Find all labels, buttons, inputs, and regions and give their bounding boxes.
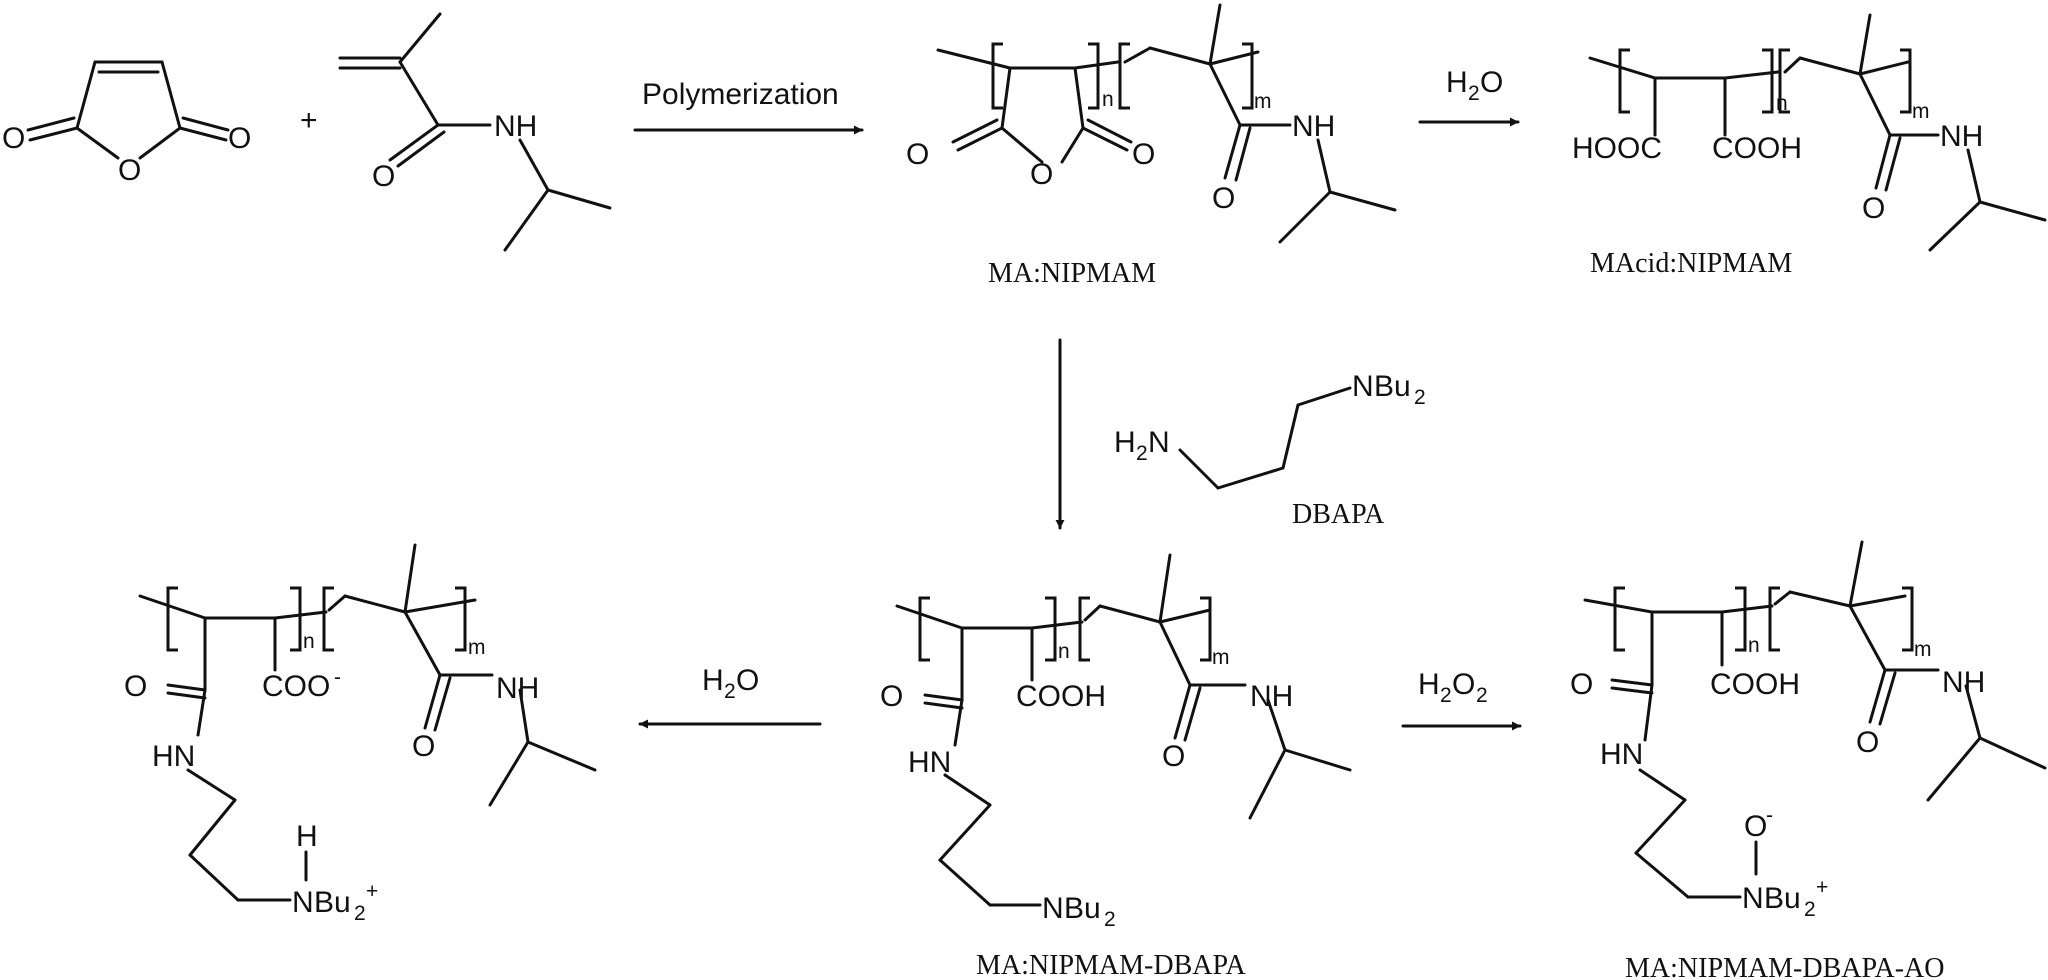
amide-nh: NH — [1250, 680, 1293, 713]
oxidation-reagent: H 2 O 2 — [1418, 668, 1488, 707]
repeat-m: m — [1254, 90, 1272, 113]
carboxylic-acid-group: COOH — [1710, 668, 1800, 701]
atom-oxygen: O — [124, 670, 147, 703]
svg-text:O: O — [1480, 66, 1503, 99]
repeat-n: n — [1102, 88, 1114, 111]
repeat-n: n — [1776, 92, 1788, 115]
atom-oxygen: O — [880, 680, 903, 713]
svg-text:N: N — [292, 886, 314, 919]
svg-text:N: N — [1742, 882, 1764, 915]
atom-oxygen: O — [906, 138, 929, 171]
svg-text:O: O — [1452, 668, 1475, 701]
atom-oxygen: O — [1744, 810, 1767, 843]
ma-nipmam-copolymer-structure: n m O O O O NH — [906, 3, 1397, 244]
svg-text:Bu: Bu — [314, 886, 351, 919]
svg-text:Bu: Bu — [1064, 892, 1101, 925]
hydrolysis-reagent: H 2 O — [1446, 66, 1503, 105]
compound-label-dbapa: DBAPA — [1292, 499, 1385, 530]
atom-oxygen: O — [1030, 158, 1053, 191]
atom-oxygen: O — [228, 122, 251, 155]
svg-text:H: H — [1418, 668, 1440, 701]
maleic-anhydride-structure: O O O — [2, 60, 251, 187]
repeat-n: n — [1058, 640, 1070, 663]
svg-text:H: H — [296, 820, 318, 853]
carboxylic-acid-group: COOH — [1712, 132, 1802, 165]
amide-nh: NH — [494, 110, 537, 143]
svg-text:2: 2 — [724, 680, 736, 703]
compound-label-ma-nipmam: MA:NIPMAM — [988, 258, 1156, 289]
amide-nh: NH — [1942, 666, 1985, 699]
repeat-m: m — [1914, 638, 1932, 661]
svg-text:H: H — [702, 664, 724, 697]
svg-text:N: N — [1042, 892, 1064, 925]
svg-text:2: 2 — [1804, 898, 1816, 921]
svg-text:+: + — [366, 880, 378, 903]
repeat-m: m — [1212, 646, 1230, 669]
svg-text:2: 2 — [1468, 82, 1480, 105]
svg-text:2: 2 — [1414, 386, 1426, 409]
svg-text:Bu: Bu — [1374, 370, 1411, 403]
ma-nipmam-dbapa-structure: n m O COOH O NH HN N Bu 2 — [880, 553, 1352, 931]
atom-oxygen: O — [372, 160, 395, 193]
nipmam-monomer-structure: O NH — [338, 12, 612, 252]
svg-text:2: 2 — [1104, 908, 1116, 931]
repeat-n: n — [1748, 634, 1760, 657]
plus-sign: + — [300, 104, 318, 137]
svg-text:N: N — [1352, 370, 1374, 403]
atom-oxygen: O — [118, 154, 141, 187]
dbapa-structure: H 2 N N Bu 2 — [1114, 370, 1426, 490]
amide-nh: NH — [1292, 110, 1335, 143]
svg-text:-: - — [334, 666, 341, 689]
atom-oxygen: O — [1856, 726, 1879, 759]
amine-oxide-structure: n m O COOH O NH HN O - N Bu 2 + — [1570, 540, 2047, 921]
amide-hn: HN — [1600, 738, 1643, 771]
svg-text:H: H — [1114, 426, 1136, 459]
amide-hn: HN — [908, 746, 951, 779]
amide-hn: HN — [152, 740, 195, 773]
svg-text:2: 2 — [1136, 442, 1148, 465]
amide-nh: NH — [496, 672, 539, 705]
macid-nipmam-structure: n m HOOC COOH O NH — [1572, 13, 2047, 252]
svg-text:N: N — [1148, 426, 1170, 459]
carboxylic-acid-group: HOOC — [1572, 132, 1662, 165]
repeat-m: m — [468, 636, 486, 659]
svg-text:2: 2 — [1440, 684, 1452, 707]
amide-nh: NH — [1940, 120, 1983, 153]
compound-label-ma-nipmam-dbapa-ao: MA:NIPMAM-DBAPA-AO — [1625, 953, 1944, 980]
compound-label-ma-nipmam-dbapa: MA:NIPMAM-DBAPA — [976, 950, 1246, 980]
protonation-reagent: H 2 O — [702, 664, 759, 703]
svg-text:H: H — [1446, 66, 1468, 99]
repeat-n: n — [303, 630, 315, 653]
atom-oxygen: O — [1132, 138, 1155, 171]
svg-text:Bu: Bu — [1764, 882, 1801, 915]
atom-oxygen: O — [1862, 192, 1885, 225]
atom-oxygen: O — [1212, 182, 1235, 215]
atom-oxygen: O — [1570, 668, 1593, 701]
atom-oxygen: O — [2, 122, 25, 155]
compound-label-macid-nipmam: MAcid:NIPMAM — [1590, 248, 1792, 279]
svg-text:O: O — [736, 664, 759, 697]
atom-oxygen: O — [1162, 740, 1185, 773]
protonated-dbapa-structure: n m O COO - O NH HN H N Bu 2 + — [124, 543, 597, 925]
svg-text:2: 2 — [1476, 684, 1488, 707]
carboxylate-group: COO — [262, 670, 330, 703]
repeat-m: m — [1912, 100, 1930, 123]
atom-oxygen: O — [412, 730, 435, 763]
svg-text:-: - — [1766, 804, 1773, 827]
polymerization-label: Polymerization — [642, 78, 839, 111]
svg-text:+: + — [1816, 876, 1828, 899]
carboxylic-acid-group: COOH — [1016, 680, 1106, 713]
svg-text:2: 2 — [354, 902, 366, 925]
